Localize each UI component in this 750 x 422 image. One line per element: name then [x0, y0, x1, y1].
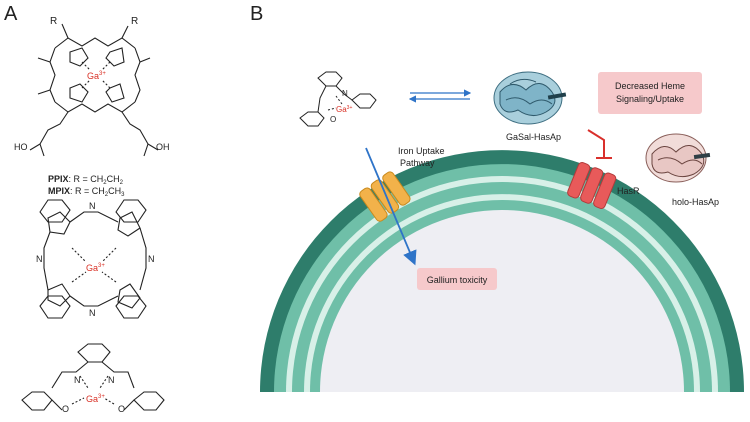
porphyrin-metal: Ga3+ — [87, 71, 106, 81]
gasal-o-label: O — [330, 115, 336, 124]
porphyrin-structure — [29, 23, 159, 157]
salophen-structure — [21, 343, 165, 411]
cell-membrane — [260, 150, 744, 392]
hasr-label: HasR — [617, 186, 640, 196]
gallium-toxicity-box: Gallium toxicity — [417, 268, 497, 290]
porphyrin-r-right: R — [131, 16, 138, 27]
salophen-o-right: O — [118, 404, 125, 414]
inhibition-arrow — [587, 129, 612, 159]
gasal-hasap-label: GaSal-HasAp — [506, 132, 561, 142]
ppix-note: PPIX: R = CH2CH2 — [48, 174, 124, 186]
salophen-metal: Ga3+ — [86, 394, 105, 404]
gallium-toxicity-label: Gallium toxicity — [427, 275, 488, 285]
phthalo-n-top: N — [89, 201, 96, 211]
salophen-n-left: N — [74, 375, 81, 385]
phthalo-n-bottom: N — [89, 308, 96, 318]
gasal-complex-structure — [299, 71, 377, 127]
salophen-o-left: O — [62, 404, 69, 414]
mpix-note: MPIX: R = CH2CH3 — [48, 186, 125, 198]
iron-uptake-line1: Iron Uptake — [398, 146, 445, 156]
phthalo-metal: Ga3+ — [86, 263, 105, 273]
decreased-heme-box: Decreased Heme Signaling/Uptake — [598, 72, 702, 114]
iron-uptake-line2: Pathway — [400, 158, 435, 168]
phthalo-n-right: N — [148, 254, 155, 264]
phthalo-n-left: N — [36, 254, 43, 264]
equilibrium-arrows — [408, 89, 472, 103]
panel-a-label: A — [4, 3, 18, 25]
gasal-metal: Ga3+ — [336, 105, 352, 114]
decreased-heme-line2: Signaling/Uptake — [616, 94, 684, 104]
hasr-receptor — [567, 162, 617, 209]
phthalocyanine-structure — [39, 199, 147, 319]
gasal-n-label: N — [342, 89, 348, 98]
decreased-heme-line1: Decreased Heme — [615, 81, 685, 91]
iron-uptake-transporter — [359, 171, 411, 222]
uptake-arrow — [365, 147, 417, 266]
porphyrin-acid-right: OH — [156, 142, 170, 152]
holo-hasap-label: holo-HasAp — [672, 197, 719, 207]
salophen-n-right: N — [108, 375, 115, 385]
panel-b-label: B — [250, 3, 263, 25]
holo-hasap-protein — [645, 133, 711, 183]
porphyrin-r-left: R — [50, 16, 57, 27]
gasal-hasap-protein — [493, 71, 567, 125]
porphyrin-acid-left: HO — [14, 142, 28, 152]
